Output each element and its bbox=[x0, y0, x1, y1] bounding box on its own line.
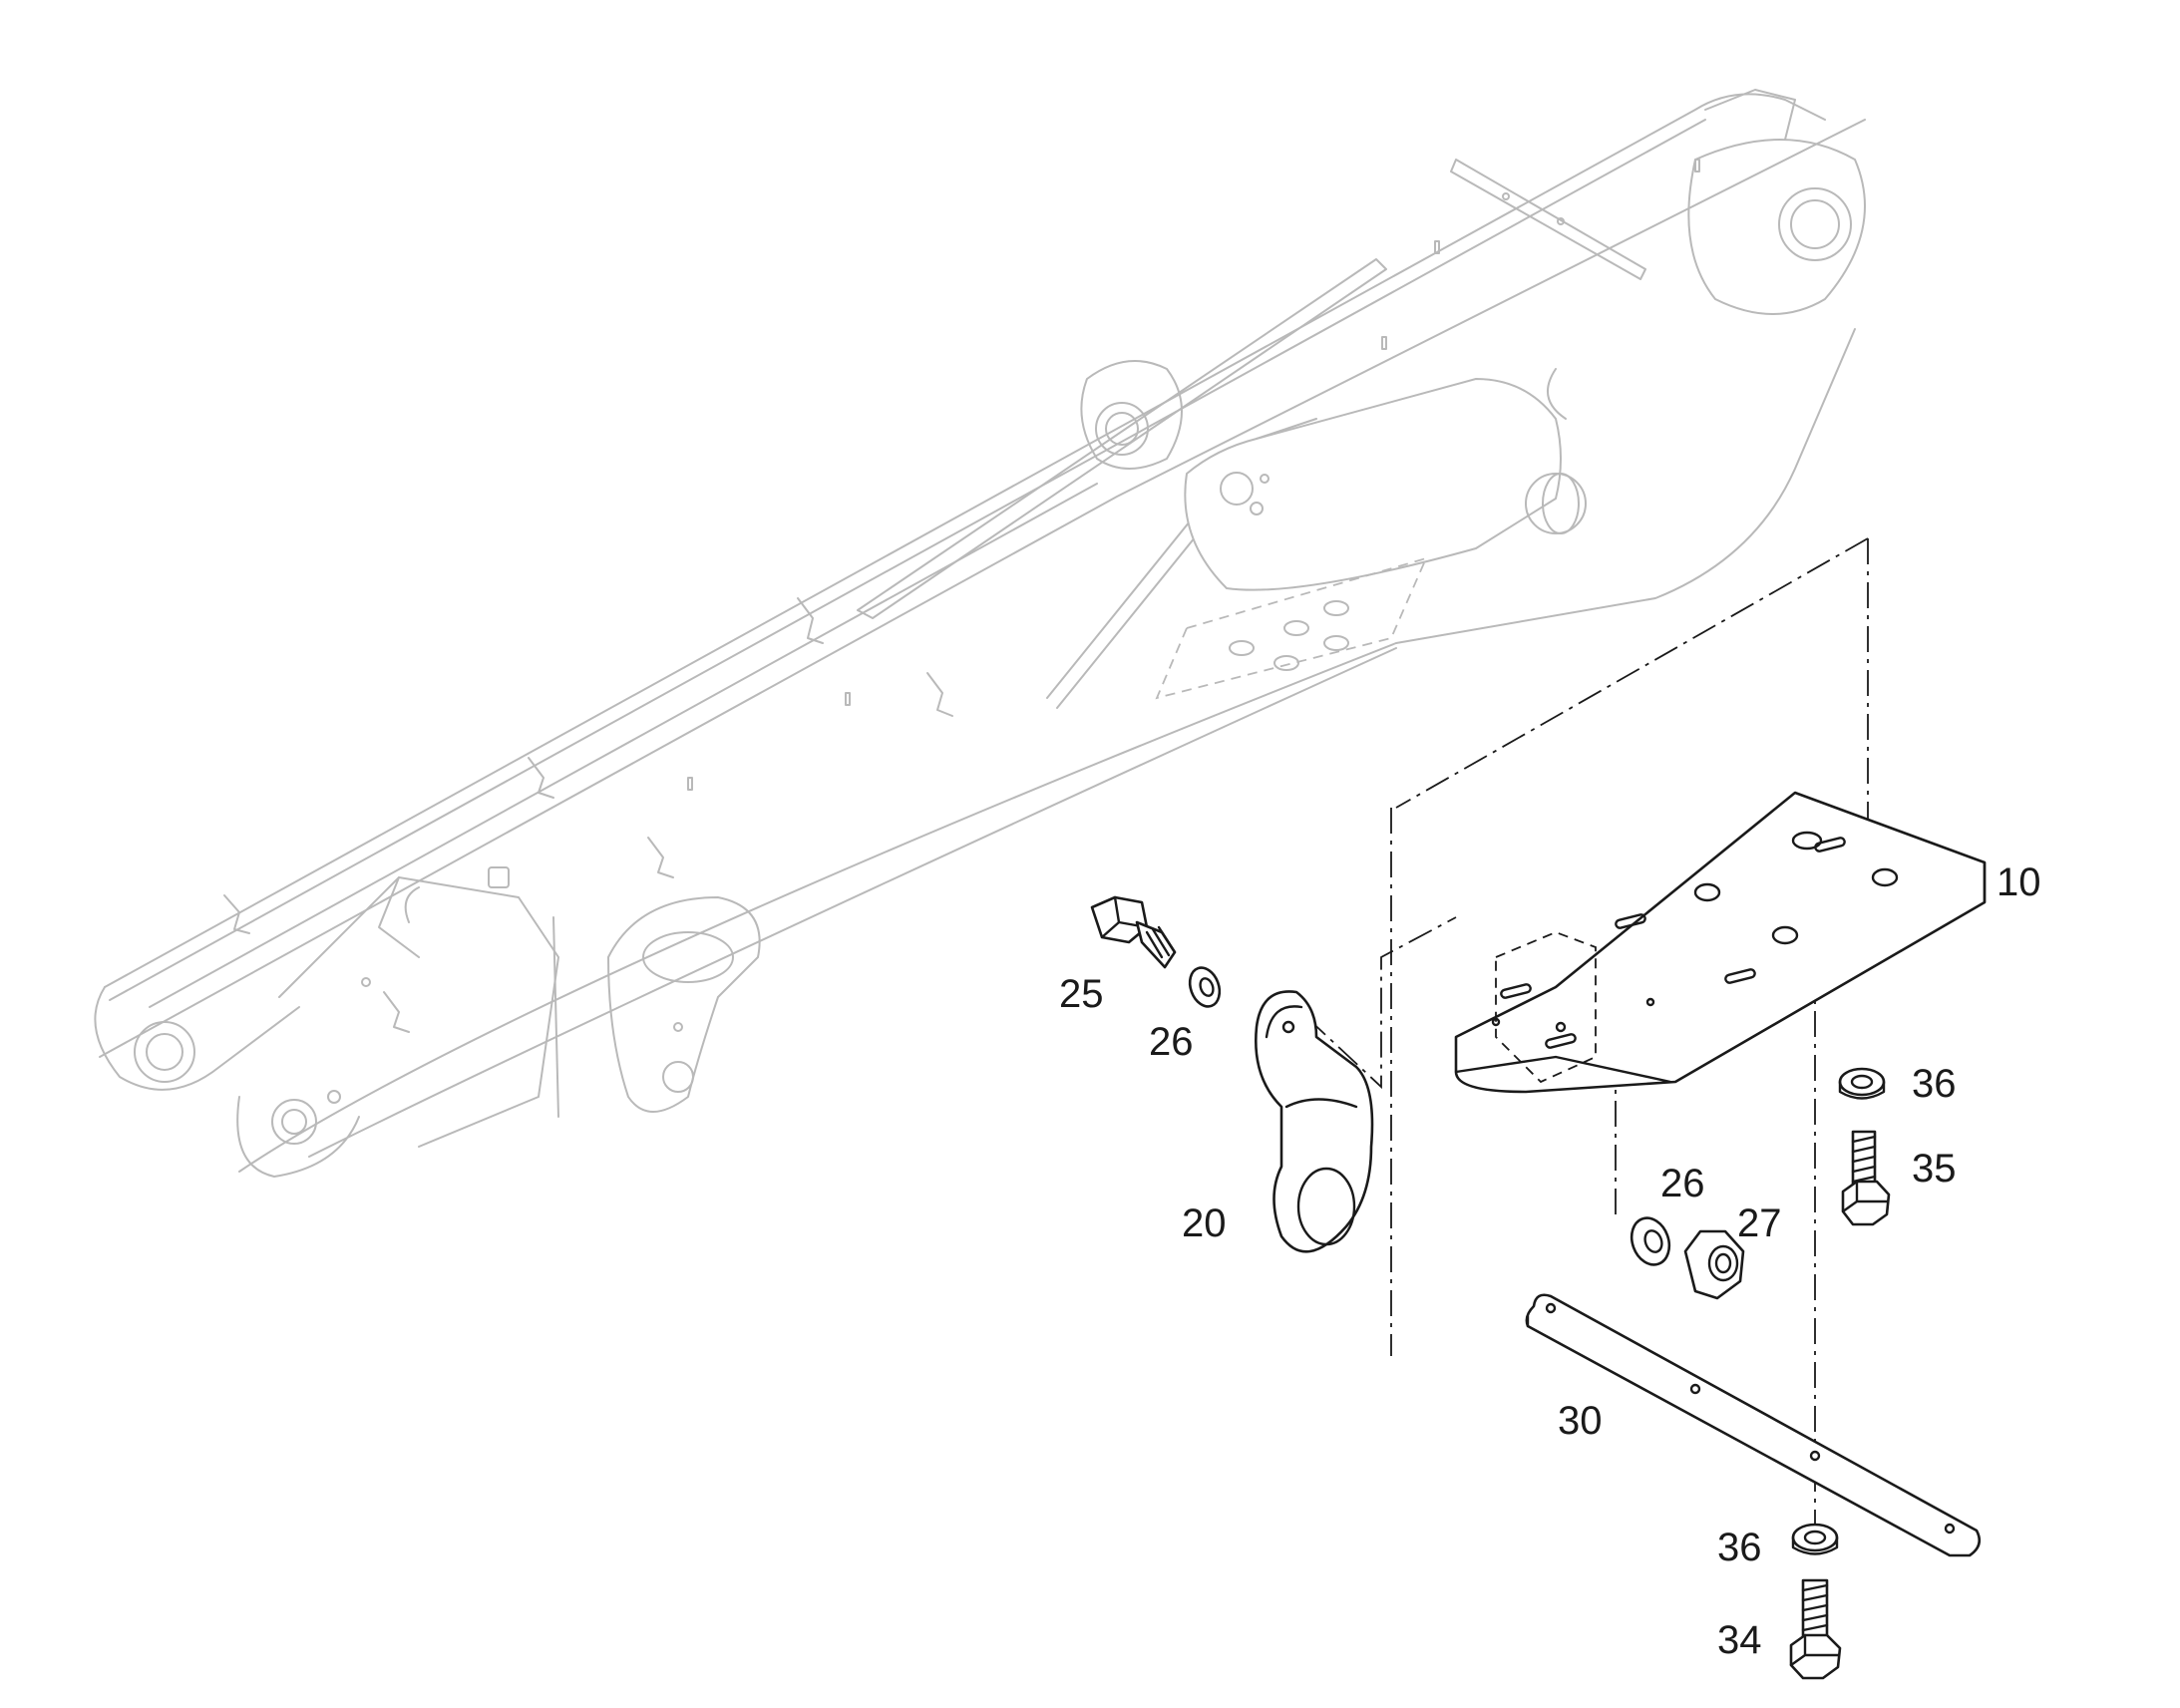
callout-27: 27 bbox=[1737, 1201, 1782, 1245]
callout-20: 20 bbox=[1182, 1201, 1227, 1245]
callout-25: 25 bbox=[1059, 972, 1104, 1016]
boom-arm bbox=[94, 89, 1866, 1178]
washer-part-26a bbox=[1188, 966, 1222, 1008]
callout-36-upper: 36 bbox=[1912, 1062, 1957, 1106]
callout-36-lower: 36 bbox=[1717, 1526, 1762, 1569]
strip-bar-part-30 bbox=[1525, 1293, 1982, 1557]
lifting-lug-part-20 bbox=[1255, 990, 1374, 1253]
nut-part-27 bbox=[1683, 1229, 1745, 1300]
callout-26-nut-washer: 26 bbox=[1660, 1162, 1705, 1205]
callout-26-bolt-washer: 26 bbox=[1149, 1020, 1194, 1064]
bolt-part-25 bbox=[1090, 895, 1177, 969]
washer-part-36b bbox=[1791, 1523, 1839, 1555]
callout-labels: 10 25 26 20 26 27 36 35 30 36 34 bbox=[1059, 860, 2041, 1662]
bolt-part-34 bbox=[1789, 1578, 1842, 1680]
callout-30: 30 bbox=[1558, 1399, 1603, 1443]
callout-35: 35 bbox=[1912, 1147, 1957, 1191]
washer-part-26b bbox=[1630, 1216, 1671, 1266]
callout-34: 34 bbox=[1717, 1618, 1762, 1662]
bolt-part-35 bbox=[1841, 1130, 1891, 1226]
mounting-plate-part-10 bbox=[1454, 791, 1987, 1094]
washer-part-36a bbox=[1838, 1067, 1886, 1100]
callout-10: 10 bbox=[1997, 860, 2041, 904]
